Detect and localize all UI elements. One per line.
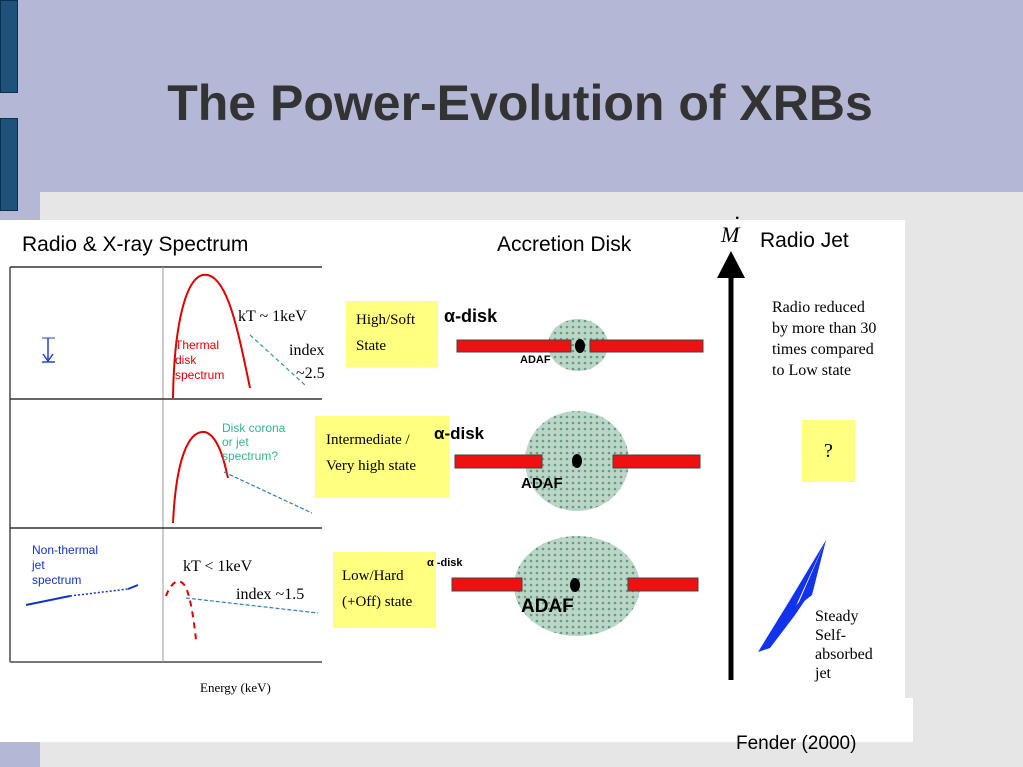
corona-line-3: spectrum? [222, 449, 279, 463]
high-soft-line-2: State [356, 338, 386, 354]
powerlaw-row2 [223, 471, 313, 514]
row1-index-label: index [289, 342, 325, 359]
thermal-curve-row3 [165, 580, 197, 641]
intermediate-line-1: Intermediate / [326, 432, 410, 448]
energy-axis-label: Energy (keV) [200, 680, 271, 695]
nonthermal-line-2: jet [32, 558, 45, 572]
intermediate-line-2: Very high state [326, 458, 416, 474]
powerlaw-row1 [249, 334, 306, 386]
nonthermal-label: Non-thermal jet spectrum [32, 543, 98, 588]
jet-high-line-4: to Low state [772, 362, 852, 379]
corona-line-1: Disk corona [222, 421, 286, 435]
upper-limit-arrow-head [42, 353, 54, 363]
jet-low-line-4: jet [815, 665, 831, 682]
jet-low-line-2: Self- [815, 627, 847, 644]
low-hard-line-2: (+Off) state [342, 594, 413, 610]
alpha-disk-left-intermediate [454, 454, 543, 469]
adaf-label-low: ADAF [521, 596, 574, 617]
state-box-high-soft: High/Soft State [346, 301, 438, 367]
slide-title: The Power-Evolution of XRBs [167, 75, 873, 131]
jet-spectrum-tail [127, 584, 139, 590]
jet-high-line-2: by more than 30 [772, 320, 877, 337]
compact-object-low [570, 578, 580, 592]
alpha-disk-left-high [456, 339, 572, 353]
thermal-curve-row1 [172, 273, 251, 399]
row1-kt-label: kT ~ 1keV [238, 308, 307, 325]
state-box-intermediate: Intermediate / Very high state [315, 416, 449, 498]
jet-low-line-3: absorbed [815, 646, 873, 663]
jet-low-text: Steady Self- absorbed jet [815, 607, 873, 683]
thermal-line-1: Thermal [175, 338, 220, 352]
alpha-disk-label-intermediate: α-disk [434, 424, 485, 443]
adaf-label-high: ADAF [520, 354, 551, 366]
side-bar-lower [0, 118, 18, 211]
low-hard-line-1: Low/Hard [342, 568, 404, 584]
jet-header: Radio Jet [760, 229, 849, 252]
nonthermal-line-1: Non-thermal [32, 543, 99, 557]
spectrum-panel-bg [10, 267, 322, 662]
disk-header: Accretion Disk [497, 233, 632, 256]
jet-high-line-1: Radio reduced [772, 299, 865, 316]
mdot-symbol: M [721, 222, 740, 247]
thermal-line-2: disk [175, 353, 197, 367]
corona-label: Disk corona or jet spectrum? [222, 421, 285, 463]
jet-high-line-3: times compared [772, 341, 874, 358]
caption-strip [0, 698, 913, 742]
mdot-dot: · [735, 210, 741, 227]
state-box-low-hard: Low/Hard (+Off) state [333, 552, 436, 628]
jet-spectrum-solid [25, 595, 71, 606]
row3-kt-label: kT < 1keV [183, 558, 253, 575]
row3-index-label: index ~1.5 [236, 586, 305, 603]
jet-unknown-box: ? [802, 420, 855, 482]
side-bar-upper [0, 0, 18, 93]
jet-spectrum-dotted [69, 588, 129, 597]
mdot-arrow-head [717, 251, 745, 278]
thermal-disk-label: Thermal disk spectrum [175, 338, 224, 383]
compact-object-high [575, 339, 585, 353]
corona-line-2: or jet [222, 435, 249, 449]
adaf-label-intermediate: ADAF [521, 475, 563, 492]
nonthermal-line-3: spectrum [32, 573, 82, 587]
alpha-disk-right-low [627, 577, 699, 592]
alpha-disk-left-low [451, 577, 523, 592]
alpha-disk-label-low: α -disk [427, 557, 463, 569]
jet-high-text: Radio reduced by more than 30 times comp… [772, 297, 897, 381]
jet-unknown-mark: ? [824, 440, 833, 462]
jet-low-line-1: Steady [815, 608, 859, 625]
compact-object-intermediate [572, 454, 582, 468]
row1-index-value: ~2.5 [296, 365, 325, 382]
credit-label: Fender (2000) [736, 733, 857, 754]
alpha-disk-label-high: α-disk [444, 306, 498, 326]
powerlaw-row3 [185, 597, 319, 614]
thermal-line-3: spectrum [175, 368, 225, 382]
thermal-curve-row2 [172, 430, 229, 524]
spectrum-header: Radio & X-ray Spectrum [22, 233, 249, 256]
alpha-disk-right-intermediate [612, 454, 701, 469]
alpha-disk-right-high [589, 339, 704, 353]
high-soft-line-1: High/Soft [356, 312, 416, 328]
